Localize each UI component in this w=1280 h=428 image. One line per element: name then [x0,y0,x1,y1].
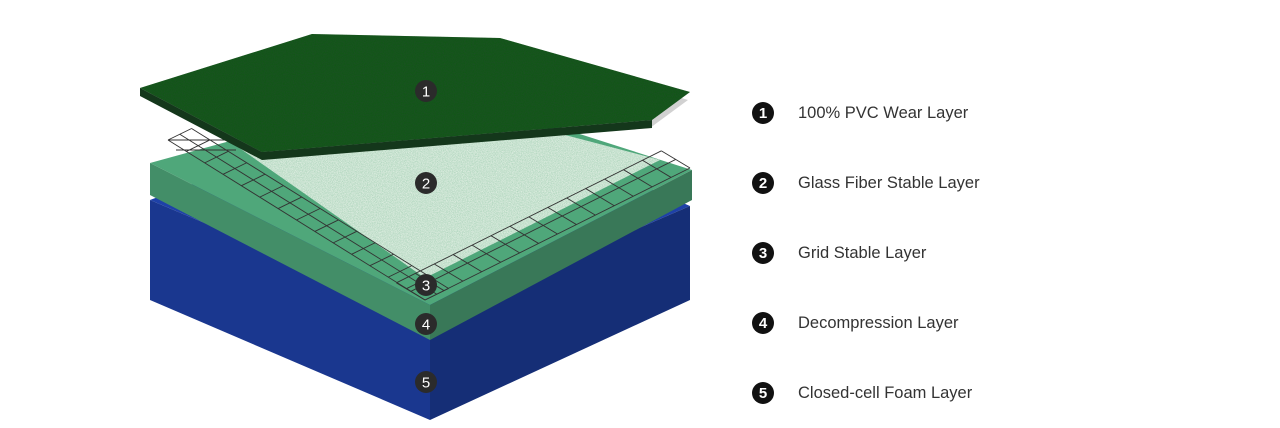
callout-4-text: 4 [422,317,430,334]
callout-2: 2 [415,172,437,194]
legend-label-3: Grid Stable Layer [798,243,927,262]
pvc-wear-layer [140,34,690,160]
legend-item-4: 4 Decompression Layer [752,288,1232,358]
legend-number-2: 2 [752,172,774,194]
grid-line [191,128,449,289]
grid-line [167,139,426,301]
legend-label-4: Decompression Layer [798,313,959,332]
legend-number-1: 1 [752,102,774,124]
legend-number-3: 3 [752,242,774,264]
pvc-wear-texture [140,34,690,152]
legend-item-2: 2 Glass Fiber Stable Layer [752,148,1232,218]
callout-3-circle [415,274,437,296]
foam-layer-left-side [150,200,430,420]
grid-line [396,150,662,284]
foam-layer-right-side [430,206,690,420]
legend-label-1: 100% PVC Wear Layer [798,103,969,122]
legend-item-3: 3 Grid Stable Layer [752,218,1232,288]
callout-3: 3 [415,274,437,296]
callout-1-text: 1 [422,84,430,101]
callout-3-text: 3 [422,278,430,295]
callout-5-circle [415,371,437,393]
grid-stable-layer [167,128,691,301]
legend-item-5: 5 Closed-cell Foam Layer [752,358,1232,428]
legend-label-2: Glass Fiber Stable Layer [798,173,980,192]
legend-number-5: 5 [752,382,774,404]
decompression-layer-left-side [150,163,430,340]
callout-5-text: 5 [422,375,430,392]
legend-item-1: 1 100% PVC Wear Layer [752,78,1232,148]
pvc-wear-layer-edge [140,88,652,160]
grid-line [424,167,691,301]
callout-4: 4 [415,313,437,335]
callout-2-circle [415,172,437,194]
callout-2-text: 2 [422,176,430,193]
layer-stack-diagram: 1 2 3 4 5 [140,34,692,420]
legend-label-5: Closed-cell Foam Layer [798,383,973,402]
callout-5: 5 [415,371,437,393]
callout-1-circle [415,80,437,102]
layer-legend: 1 100% PVC Wear Layer 2 Glass Fiber Stab… [752,78,1232,428]
decompression-layer-right-side [430,170,692,340]
callout-1: 1 [415,80,437,102]
grid-line [179,133,438,295]
legend-number-4: 4 [752,312,774,334]
callout-4-circle [415,313,437,335]
grid-line [410,159,676,292]
